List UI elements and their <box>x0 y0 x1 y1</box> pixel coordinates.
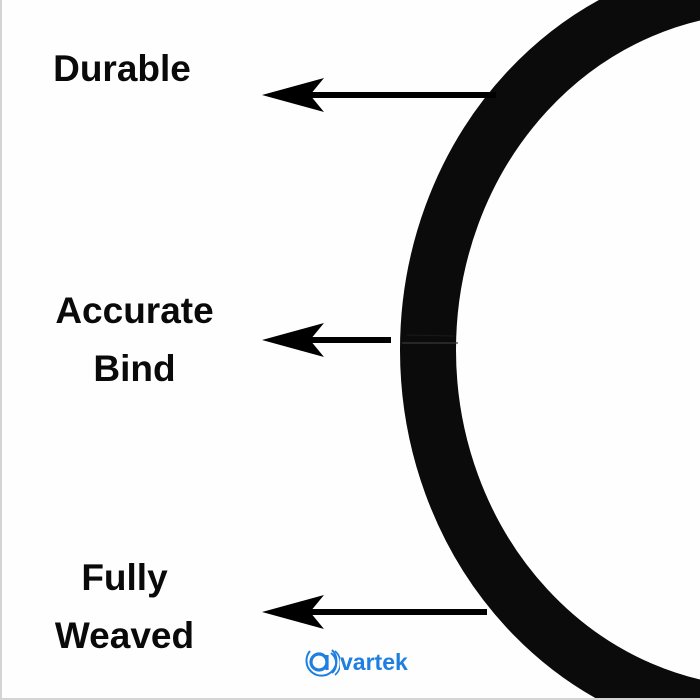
avartek-wordmark: vartek <box>340 648 408 675</box>
ring-body <box>400 0 700 698</box>
feature-label-durable: Durable <box>22 40 222 98</box>
avartek-swirl-a-icon <box>305 649 340 677</box>
feature-label-line: Weaved <box>54 615 195 656</box>
feature-label-line: Fully <box>81 557 168 598</box>
avartek-logo: vartek <box>304 645 408 679</box>
ring-seam <box>402 334 458 344</box>
feature-label-line: Durable <box>53 48 191 89</box>
feature-label-accurate-bind: Accurate Bind <box>22 282 247 398</box>
feature-label-line: Bind <box>93 348 176 389</box>
feature-label-line: Accurate <box>55 290 214 331</box>
feature-label-fully-weaved: Fully Weaved <box>32 549 217 665</box>
